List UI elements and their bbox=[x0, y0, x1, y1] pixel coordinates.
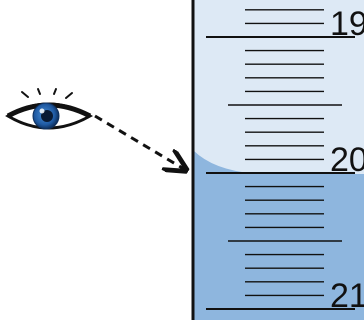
eye-icon bbox=[8, 89, 90, 129]
scale-label-20: 20 bbox=[330, 141, 364, 179]
scale-label-19: 19 bbox=[330, 5, 364, 43]
burette: 19 20 21 bbox=[193, 0, 364, 320]
line-of-sight-arrow bbox=[95, 116, 184, 169]
scale-label-21: 21 bbox=[330, 277, 364, 315]
